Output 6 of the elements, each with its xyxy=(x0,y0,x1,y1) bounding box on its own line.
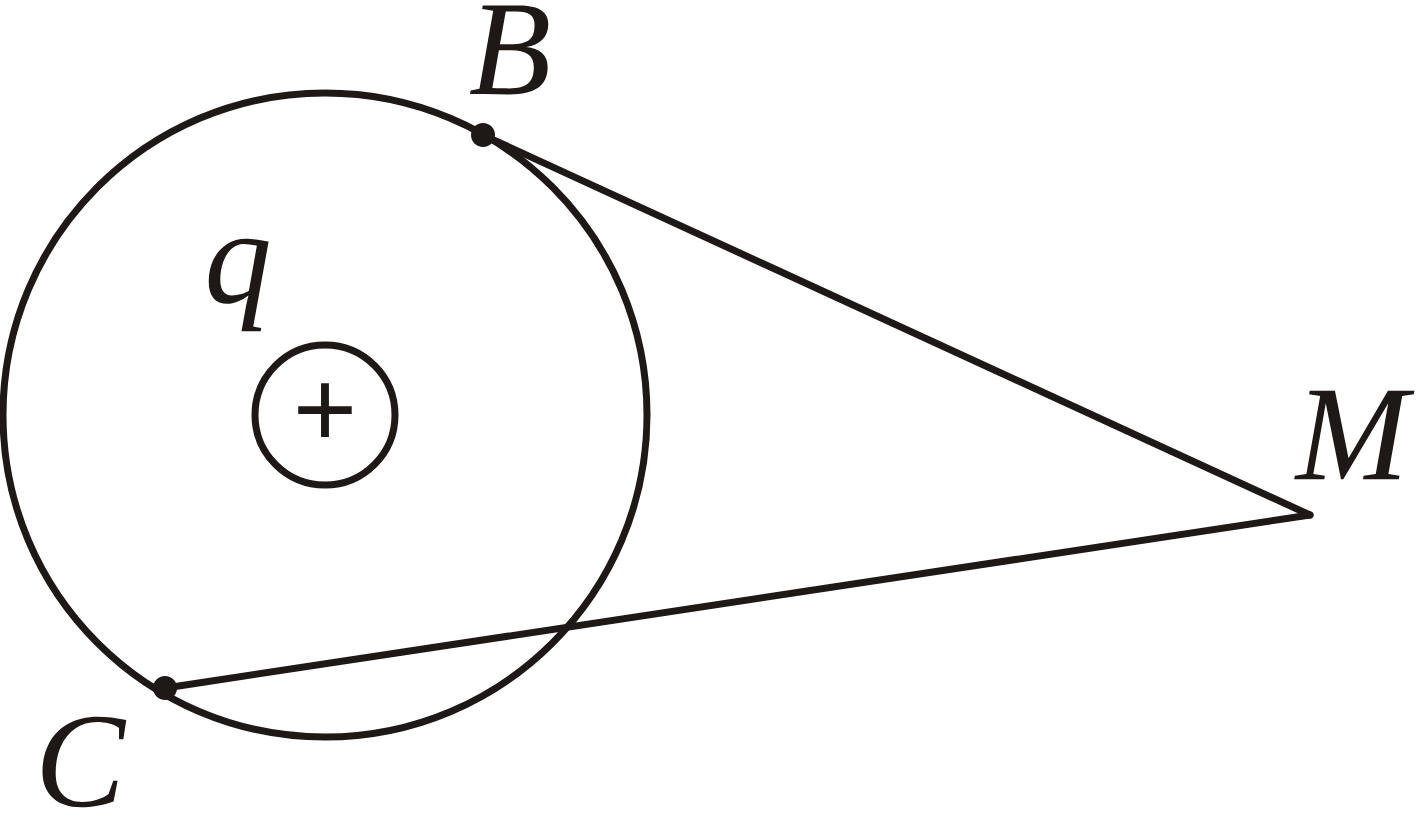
line-segment xyxy=(490,136,1314,519)
point-label: C xyxy=(42,716,127,808)
charge-label: q xyxy=(208,238,269,332)
point-label: B xyxy=(470,5,549,95)
line-segment xyxy=(173,511,1314,690)
point-label: M xyxy=(1294,390,1415,480)
